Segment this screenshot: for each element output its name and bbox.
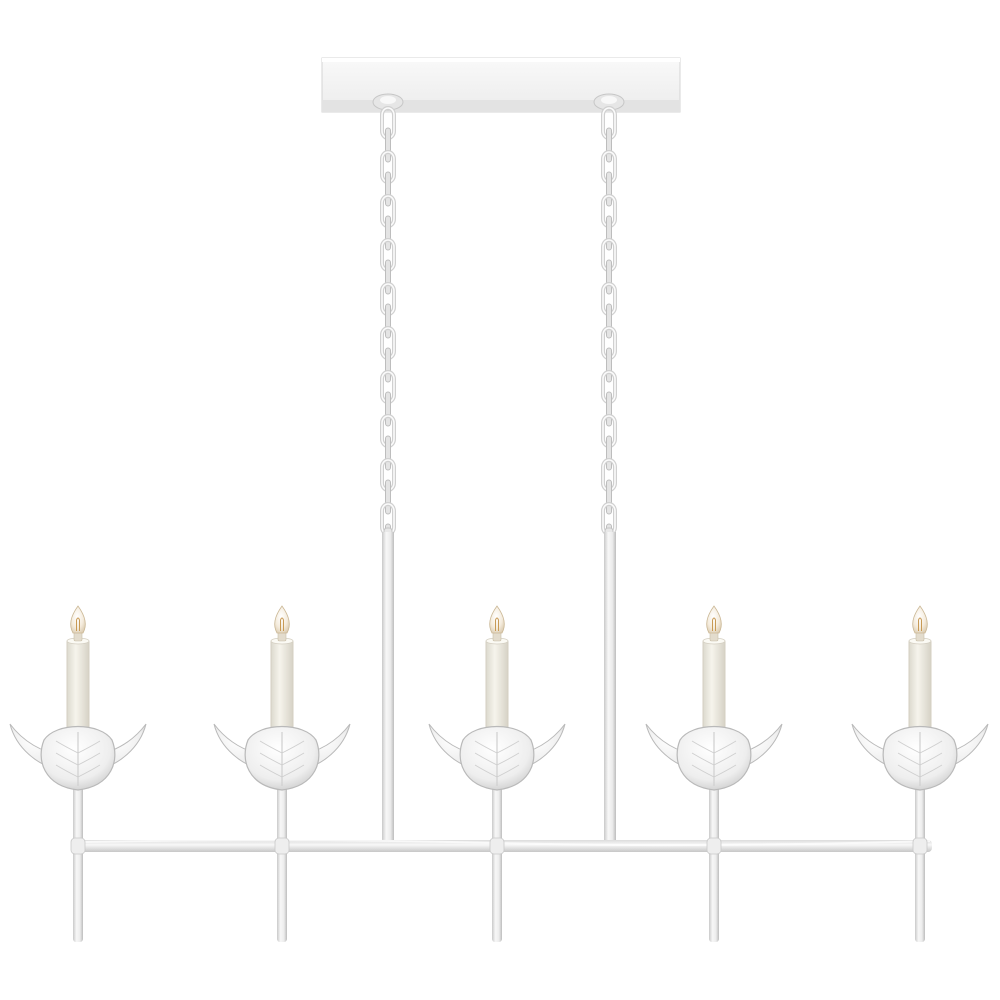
chain-link [385, 435, 391, 471]
suspension-rod-right [604, 532, 616, 844]
leaf-vein [55, 752, 79, 766]
leaf-vein [713, 740, 737, 754]
leaf-vein [713, 764, 737, 778]
arm-lower-post [492, 846, 502, 942]
leaf-vein [77, 740, 101, 754]
bulb-filament [495, 617, 499, 631]
leaf-vein [259, 764, 283, 778]
arms-group [9, 605, 989, 942]
candelabra-bulb [489, 605, 505, 634]
leaf-vein [919, 740, 943, 754]
chain-link [385, 303, 391, 339]
leaf-vein [77, 764, 101, 778]
chain-link [385, 391, 391, 427]
candle-sleeve [702, 639, 726, 733]
candle-sleeve [908, 639, 932, 733]
candle-arm-2 [213, 605, 351, 942]
chain-link [606, 303, 612, 339]
chain-link [606, 259, 612, 295]
chain-link [606, 127, 612, 163]
candle-sleeve [66, 639, 90, 733]
arm-upper-post [492, 780, 502, 846]
arm-lower-post [73, 846, 83, 942]
bulb-filament [280, 617, 284, 631]
leaf-vein [474, 764, 498, 778]
leaf-vein [496, 764, 520, 778]
bulb-filament [712, 617, 716, 631]
arm-frame-joint [912, 837, 928, 855]
chain-right [601, 106, 617, 541]
leaf-vein [897, 740, 921, 754]
canopy-eyelet-left [372, 93, 404, 111]
chain-link [606, 171, 612, 207]
leaf-vein [496, 752, 520, 766]
candle-arm-3 [428, 605, 566, 942]
leaf-vein [713, 752, 737, 766]
leaf-vein [281, 764, 305, 778]
chain-link [606, 347, 612, 383]
suspension-rod-left [382, 532, 394, 844]
leaf-vein [919, 752, 943, 766]
leaf-vein [691, 740, 715, 754]
candle-arm-5 [851, 605, 989, 942]
leaf-vein [897, 764, 921, 778]
leaf-vein [496, 740, 520, 754]
candelabra-bulb [912, 605, 928, 634]
horizontal-frame-bar [78, 839, 932, 852]
chain-link [385, 347, 391, 383]
chain-link [606, 391, 612, 427]
bulb-filament [918, 617, 922, 631]
leaf-vein [691, 752, 715, 766]
chain-link [385, 479, 391, 515]
arm-frame-joint [274, 837, 290, 855]
leaf-vein [281, 752, 305, 766]
leaf-vein [259, 752, 283, 766]
leaf-vein [259, 740, 283, 754]
bulb-filament [76, 617, 80, 631]
arm-upper-post [277, 780, 287, 846]
candle-arm-1 [9, 605, 147, 942]
leaf-vein [474, 740, 498, 754]
arm-upper-post [73, 780, 83, 846]
arm-lower-post [277, 846, 287, 942]
arm-upper-post [709, 780, 719, 846]
candle-arm-4 [645, 605, 783, 942]
arm-frame-joint [70, 837, 86, 855]
leaf-vein [55, 764, 79, 778]
leaf-vein [919, 764, 943, 778]
candelabra-bulb [70, 605, 86, 634]
candelabra-bulb [706, 605, 722, 634]
arm-frame-joint [489, 837, 505, 855]
chain-left [380, 106, 396, 541]
chain-link [606, 479, 612, 515]
chain-link [606, 435, 612, 471]
candle-sleeve [270, 639, 294, 733]
chain-link [385, 171, 391, 207]
leaf-vein [281, 740, 305, 754]
arm-frame-joint [706, 837, 722, 855]
arm-lower-post [915, 846, 925, 942]
leaf-vein [691, 764, 715, 778]
candelabra-bulb [274, 605, 290, 634]
leaf-vein [55, 740, 79, 754]
leaf-vein [474, 752, 498, 766]
leaf-vein [897, 752, 921, 766]
chain-link [385, 259, 391, 295]
arm-lower-post [709, 846, 719, 942]
candle-sleeve [485, 639, 509, 733]
chain-link [606, 215, 612, 251]
chain-link [385, 127, 391, 163]
chain-link [385, 215, 391, 251]
leaf-vein [77, 752, 101, 766]
arm-upper-post [915, 780, 925, 846]
